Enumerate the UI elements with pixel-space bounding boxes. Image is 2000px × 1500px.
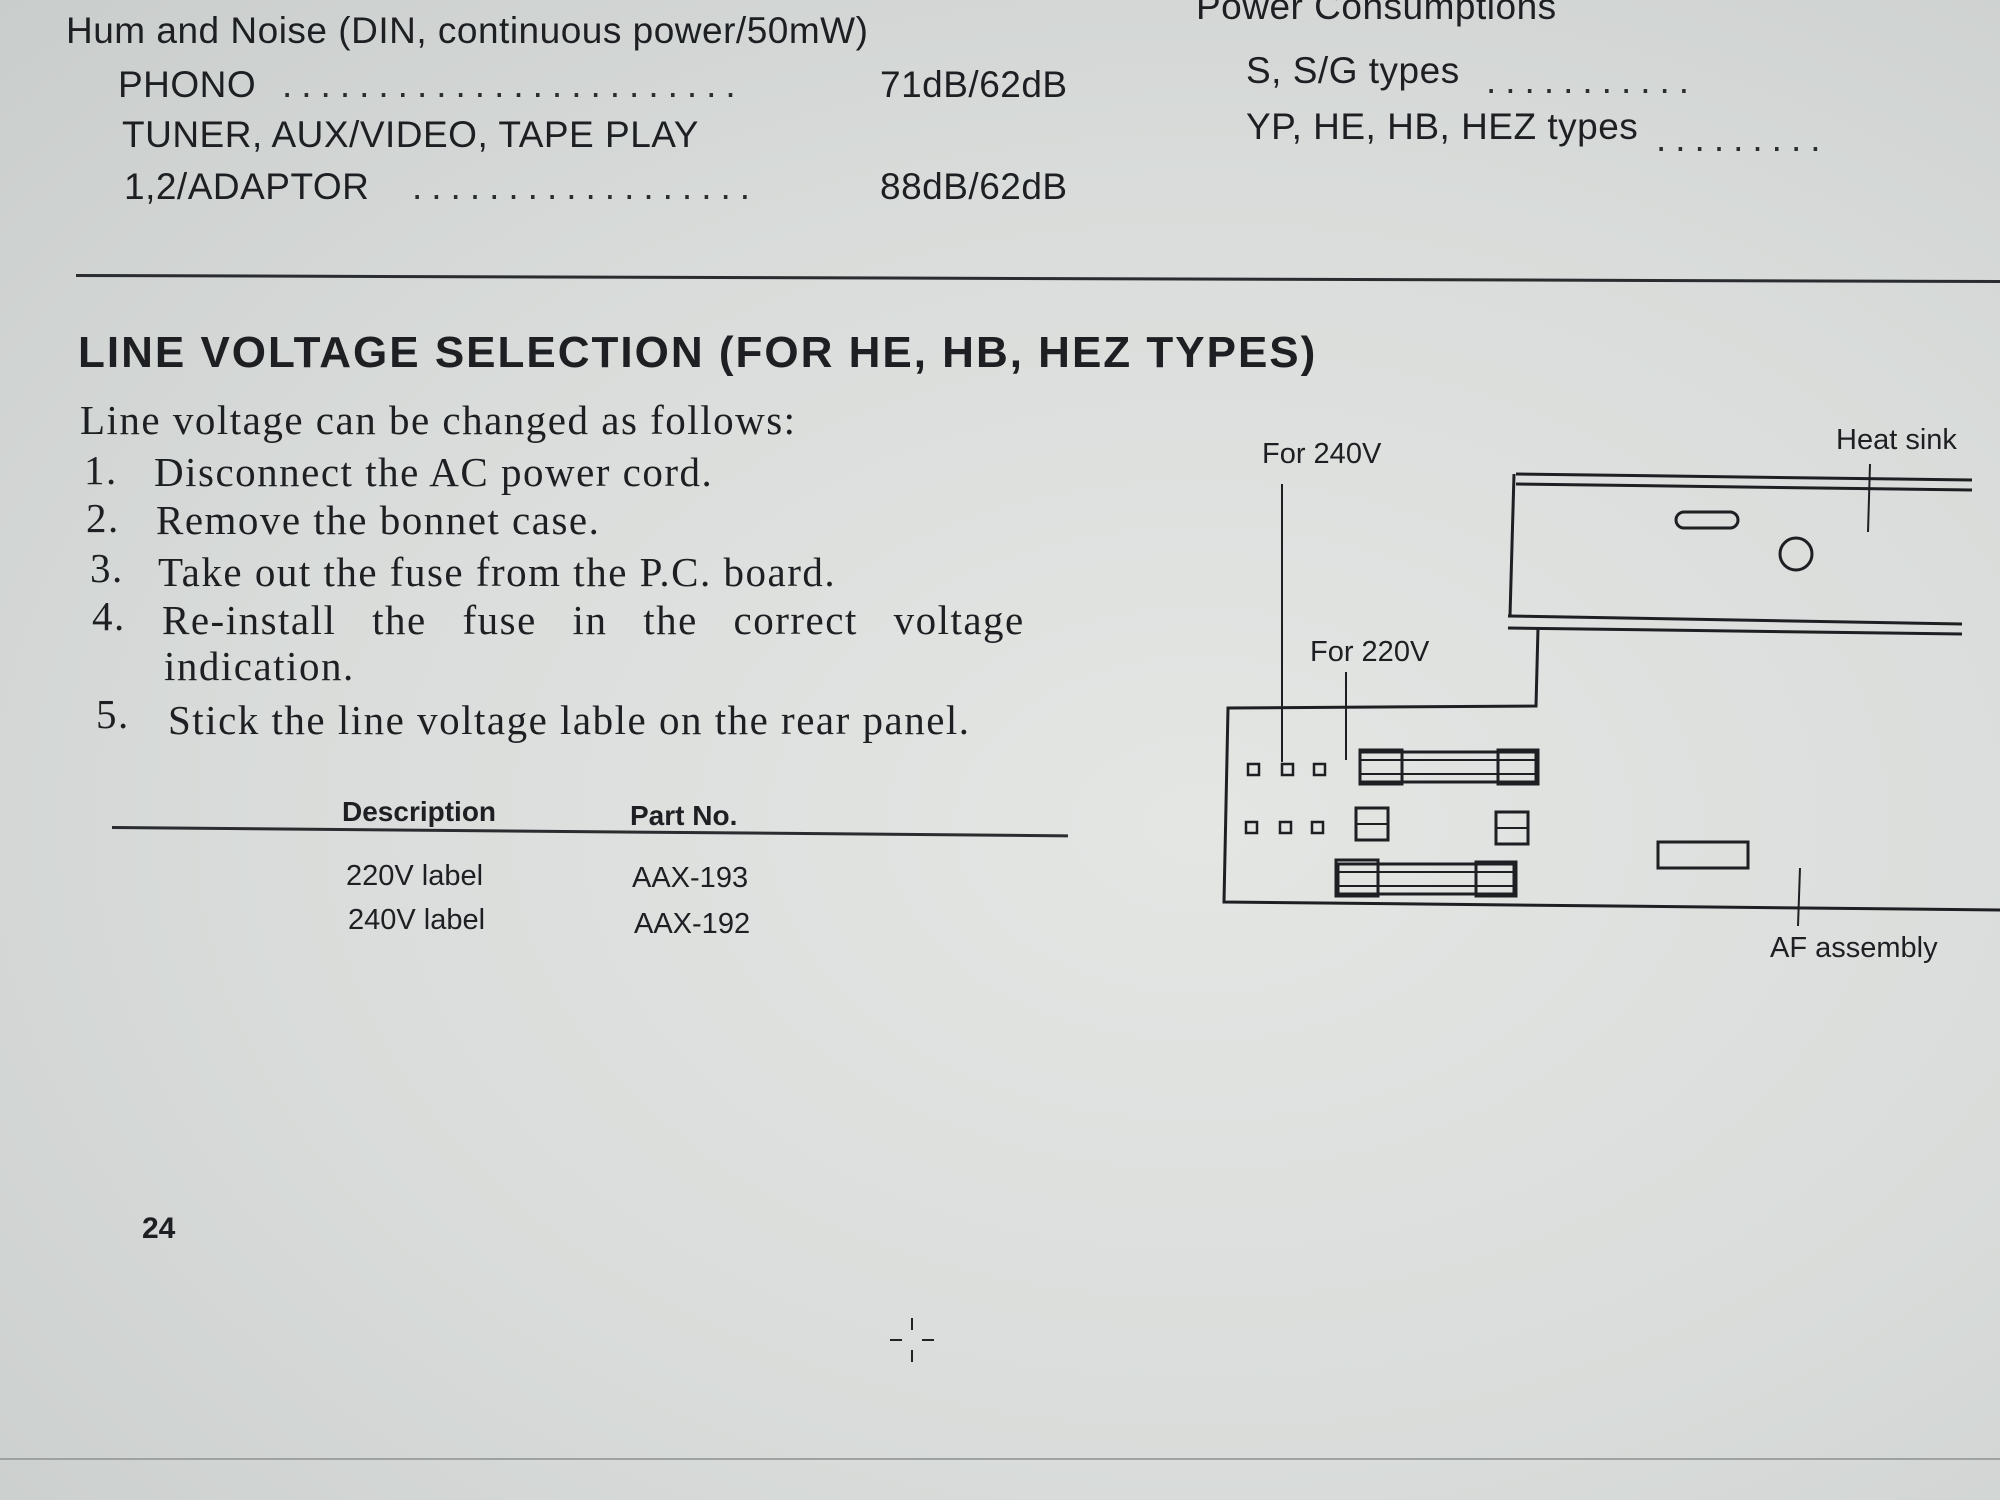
af-assembly-board xyxy=(1222,627,2000,927)
label-af-assembly: AF assembly xyxy=(1770,932,1938,964)
power-label-s-sg: S, S/G types xyxy=(1246,50,1460,91)
power-consumption-heading: Power Consumptions xyxy=(1196,0,1557,27)
table-row-2-description: 240V label xyxy=(348,904,486,936)
spec-label-phono: PHONO xyxy=(118,64,257,105)
label-for-220v: For 220V xyxy=(1310,636,1430,668)
table-row-1-description: 220V label xyxy=(346,860,484,892)
label-for-240v: For 240V xyxy=(1262,438,1382,470)
fuse-240v xyxy=(1358,748,1540,786)
step-4-number: 4. xyxy=(92,593,126,639)
spec-value-phono: 71dB/62dB xyxy=(880,64,1068,105)
crosshair-cursor-icon xyxy=(890,1318,934,1362)
terminal-pads xyxy=(1244,762,1327,835)
spec-label-adaptor: 1,2/ADAPTOR xyxy=(124,166,370,207)
step-3-number: 3. xyxy=(90,545,124,591)
label-heat-sink: Heat sink xyxy=(1836,424,1957,456)
page-number: 24 xyxy=(142,1212,176,1245)
table-header-rule xyxy=(111,826,1068,838)
spec-dots-adaptor: .................. xyxy=(412,166,760,207)
step-1-number: 1. xyxy=(84,447,118,493)
power-label-yp-he-hb-hez: YP, HE, HB, HEZ types xyxy=(1246,106,1639,147)
step-5-text: Stick the line voltage lable on the rear… xyxy=(168,697,971,743)
section-divider xyxy=(75,274,2000,284)
table-row-1-part-no: AAX-193 xyxy=(632,862,749,894)
heat-sink-outline xyxy=(1507,463,1973,636)
step-4-continuation: indication. xyxy=(164,643,355,689)
step-5-number: 5. xyxy=(96,691,130,737)
table-row-2-part-no: AAX-192 xyxy=(634,908,751,940)
step-1-text: Disconnect the AC power cord. xyxy=(154,449,714,495)
table-header-description: Description xyxy=(342,796,497,827)
step-2-number: 2. xyxy=(86,495,120,541)
section-title: LINE VOLTAGE SELECTION (FOR HE, HB, HEZ … xyxy=(78,328,1318,377)
instructions-intro: Line voltage can be changed as follows: xyxy=(80,397,797,443)
step-3-text: Take out the fuse from the P.C. board. xyxy=(158,549,837,595)
bottom-edge-line xyxy=(0,1458,2000,1460)
power-dots-yp-he-hb-hez: ......... xyxy=(1656,118,1830,159)
spec-value-adaptor: 88dB/62dB xyxy=(880,166,1068,207)
hum-noise-heading: Hum and Noise (DIN, continuous power/50m… xyxy=(66,10,869,51)
table-header-part-no: Part No. xyxy=(630,800,738,831)
empty-fuse-clips xyxy=(1354,806,1530,846)
fuse-220v xyxy=(1334,858,1518,898)
spec-dots-phono: ........................ xyxy=(282,64,745,105)
step-4-text: Re-install the fuse in the correct volta… xyxy=(162,597,1025,643)
step-2-text: Remove the bonnet case. xyxy=(156,497,601,543)
spec-label-tuner: TUNER, AUX/VIDEO, TAPE PLAY xyxy=(122,114,699,155)
power-dots-s-sg: ........... xyxy=(1486,60,1699,101)
